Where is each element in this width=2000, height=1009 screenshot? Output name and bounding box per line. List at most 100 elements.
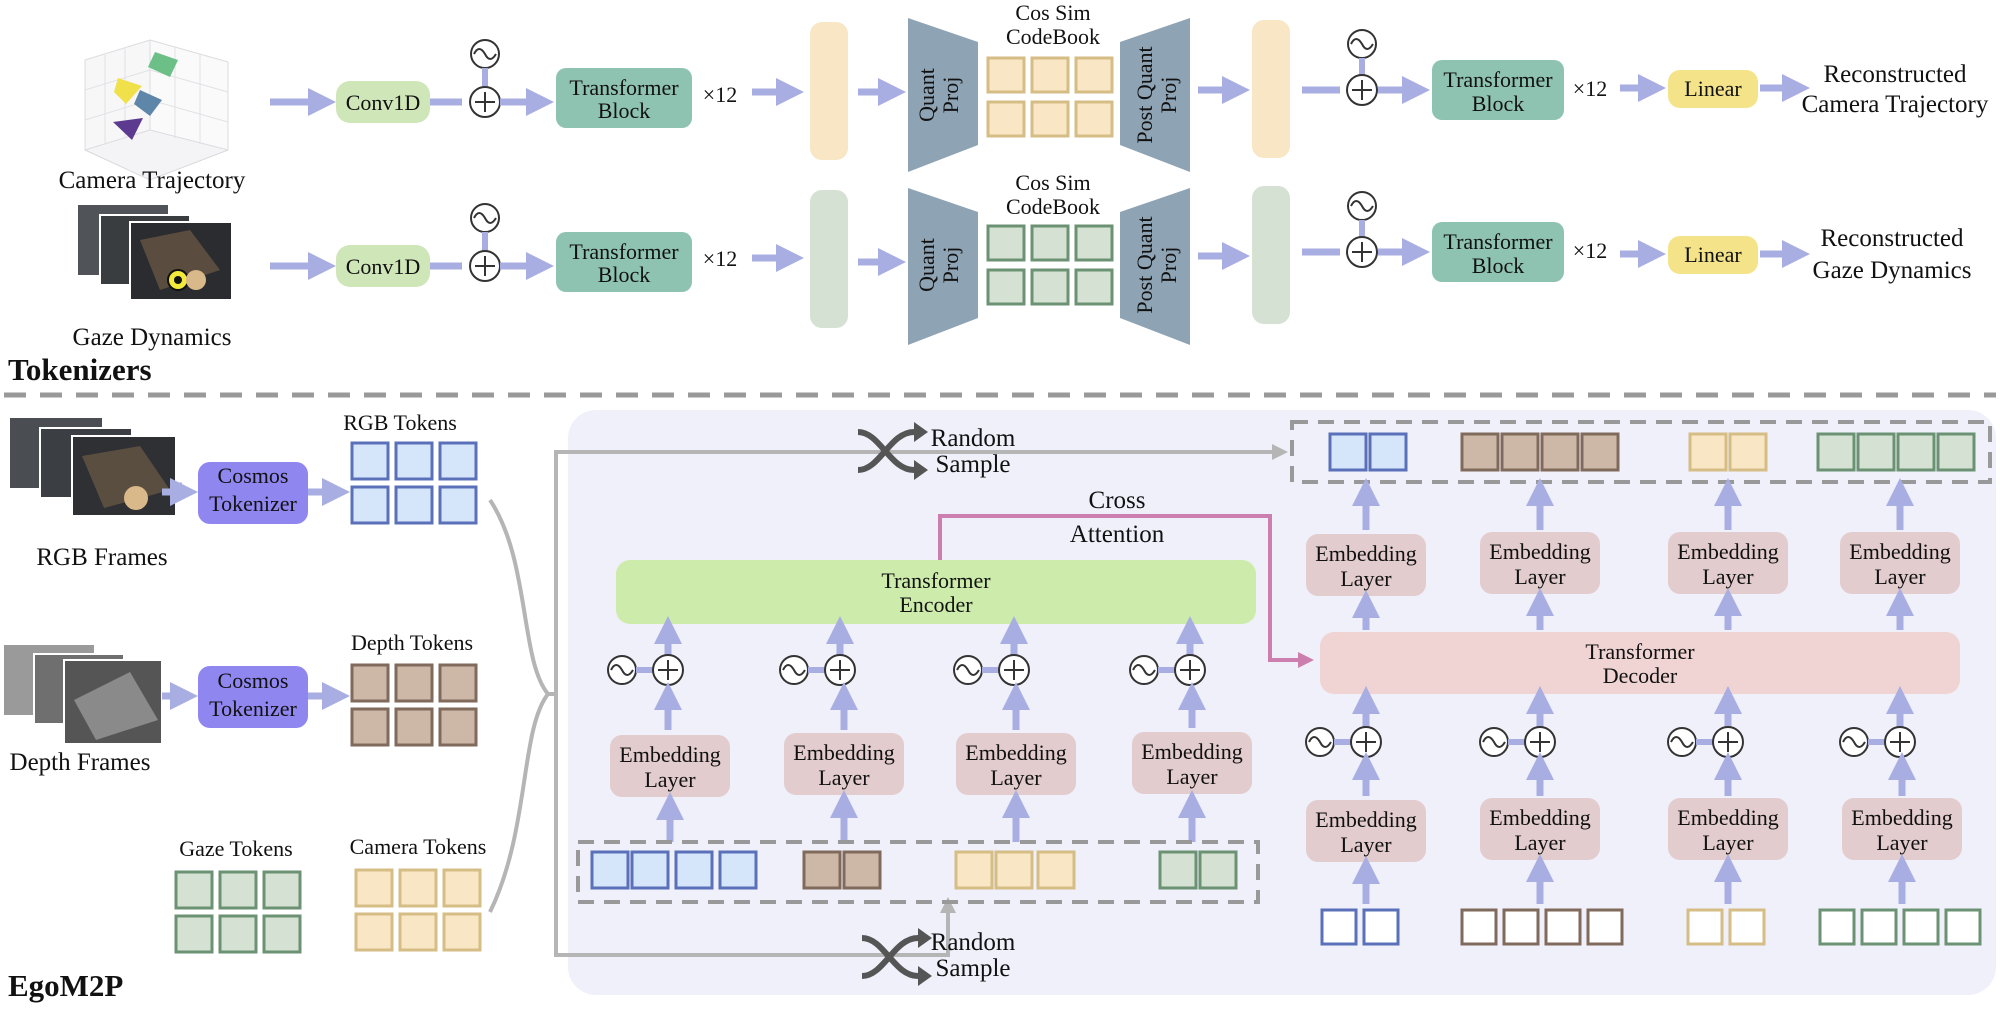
post-quant-label-2: Proj (1156, 247, 1181, 284)
egom2p-title: EgoM2P (8, 968, 123, 1003)
random-sample-label-1: Random (931, 929, 1016, 956)
rgb-frames-icon (10, 418, 177, 517)
camera-tokenizer-row: Camera Trajectory Conv1D Transformer Blo… (59, 0, 1989, 194)
embedding-label-2: Layer (1702, 830, 1754, 855)
decoder-input-column: Embedding Layer (1818, 686, 1982, 946)
positional-encoding-icon (470, 39, 500, 88)
quant-proj-label-2: Proj (938, 77, 963, 114)
transformer-block-camera-out (1432, 60, 1564, 120)
repeat-label: ×12 (703, 82, 737, 107)
camera-trajectory-icon (84, 39, 229, 181)
output-label-1: Reconstructed (1823, 61, 1967, 88)
quant-proj-camera (908, 18, 978, 172)
embedding-label-1: Embedding (965, 740, 1066, 765)
cosmos-tokenizer-rgb (198, 462, 308, 524)
gaze-tokens-label: Gaze Tokens (179, 836, 293, 861)
transformer-block-label-1: Transformer (569, 75, 679, 100)
depth-frames-label: Depth Frames (10, 749, 151, 776)
conv1d-box-gaze (336, 245, 430, 287)
add-icon (1346, 74, 1378, 106)
embedding-label-1: Embedding (1677, 539, 1778, 564)
conv1d-box-camera (336, 81, 430, 123)
linear-box-gaze (1668, 236, 1758, 274)
quant-proj-label-1: Quant (914, 238, 939, 292)
post-quant-label-2: Proj (1156, 77, 1181, 114)
embedding-label-1: Embedding (1851, 805, 1952, 830)
gaze-tokens-grid (174, 870, 302, 954)
embedding-label-2: Layer (1514, 564, 1566, 589)
transformer-block-label-2: Block (598, 98, 651, 123)
latent-block-gaze (810, 190, 848, 328)
merge-brace (488, 498, 551, 913)
positional-encoding-icon (1347, 191, 1377, 238)
embedding-label-1: Embedding (619, 742, 720, 767)
linear-label: Linear (1684, 76, 1742, 101)
embedding-label-1: Embedding (1141, 739, 1242, 764)
transformer-block-camera (556, 68, 692, 128)
cross-attention-line (938, 514, 1314, 668)
input-tokens (590, 850, 1238, 890)
embedding-label-2: Layer (1166, 764, 1218, 789)
post-quant-proj-gaze (1120, 188, 1190, 345)
target-tokens (1328, 432, 1976, 472)
codebook-label-2: CodeBook (1006, 194, 1100, 219)
gaze-tokenizer-row: Gaze Dynamics Conv1D Transformer Block ×… (73, 170, 1972, 351)
codebook-label-1: Cos Sim (1015, 0, 1090, 25)
transformer-block-label-1: Transformer (1443, 67, 1553, 92)
post-quant-proj-camera (1120, 18, 1190, 172)
quant-proj-label-2: Proj (938, 247, 963, 284)
quant-proj-label-1: Quant (914, 68, 939, 122)
depth-tokens-label: Depth Tokens (351, 630, 473, 655)
transformer-block-gaze (556, 232, 692, 292)
cross-attention-label-2: Attention (1070, 521, 1165, 548)
embedding-label-2: Layer (1876, 830, 1928, 855)
decoder-output-column: Embedding Layer (1480, 478, 1600, 630)
linear-box-camera (1668, 70, 1758, 108)
egom2p-panel (568, 410, 1996, 995)
repeat-label: ×12 (1573, 238, 1607, 263)
target-token-sequence (1290, 420, 1992, 484)
depth-tokens-grid (350, 663, 478, 747)
latent-block-camera (810, 22, 848, 160)
add-icon (469, 86, 501, 118)
latent-block-gaze-out (1252, 186, 1290, 324)
output-label-2: Camera Trajectory (1802, 91, 1989, 118)
embedding-label-1: Embedding (1489, 539, 1590, 564)
transformer-block-label-1: Transformer (1443, 229, 1553, 254)
cosmos-label-1: Cosmos (218, 668, 289, 693)
cosmos-label-1: Cosmos (218, 463, 289, 488)
positional-encoding-icon (1347, 29, 1377, 76)
transformer-block-label-2: Block (1472, 91, 1525, 116)
route-top (554, 444, 1288, 694)
encoder-label-2: Encoder (899, 592, 973, 617)
post-quant-label-1: Post Quant (1132, 46, 1157, 143)
cosmos-label-2: Tokenizer (209, 696, 297, 721)
output-label-2: Gaze Dynamics (1813, 257, 1972, 284)
input-token-sequence (576, 840, 1260, 904)
conv1d-label: Conv1D (346, 254, 421, 279)
camera-trajectory-label: Camera Trajectory (59, 167, 246, 194)
codebook-gaze (986, 224, 1114, 306)
conv1d-label: Conv1D (346, 90, 421, 115)
random-sample-label-2: Sample (936, 955, 1011, 982)
positional-encoding-icon (470, 203, 500, 252)
decoder-output-column: Embedding Layer (1668, 478, 1788, 630)
embedding-label-2: Layer (1874, 564, 1926, 589)
random-sample-icon (861, 928, 932, 986)
gaze-dynamics-label: Gaze Dynamics (73, 324, 232, 351)
random-sample-icon (857, 422, 928, 480)
transformer-block-gaze-out (1432, 222, 1564, 282)
embedding-label-1: Embedding (1677, 805, 1778, 830)
encoder-column: Embedding Layer (779, 616, 904, 842)
repeat-label: ×12 (1573, 76, 1607, 101)
cosmos-label-2: Tokenizer (209, 491, 297, 516)
decoder-output-column: Embedding Layer (1840, 478, 1960, 630)
random-sample-label-2: Sample (936, 451, 1011, 478)
decoder-label-2: Decoder (1603, 663, 1678, 688)
rgb-tokens-label: RGB Tokens (343, 410, 457, 435)
tokenizers-title: Tokenizers (8, 352, 152, 387)
output-label-1: Reconstructed (1820, 225, 1964, 252)
add-icon (1346, 236, 1378, 268)
cross-attention-label-1: Cross (1089, 487, 1146, 514)
